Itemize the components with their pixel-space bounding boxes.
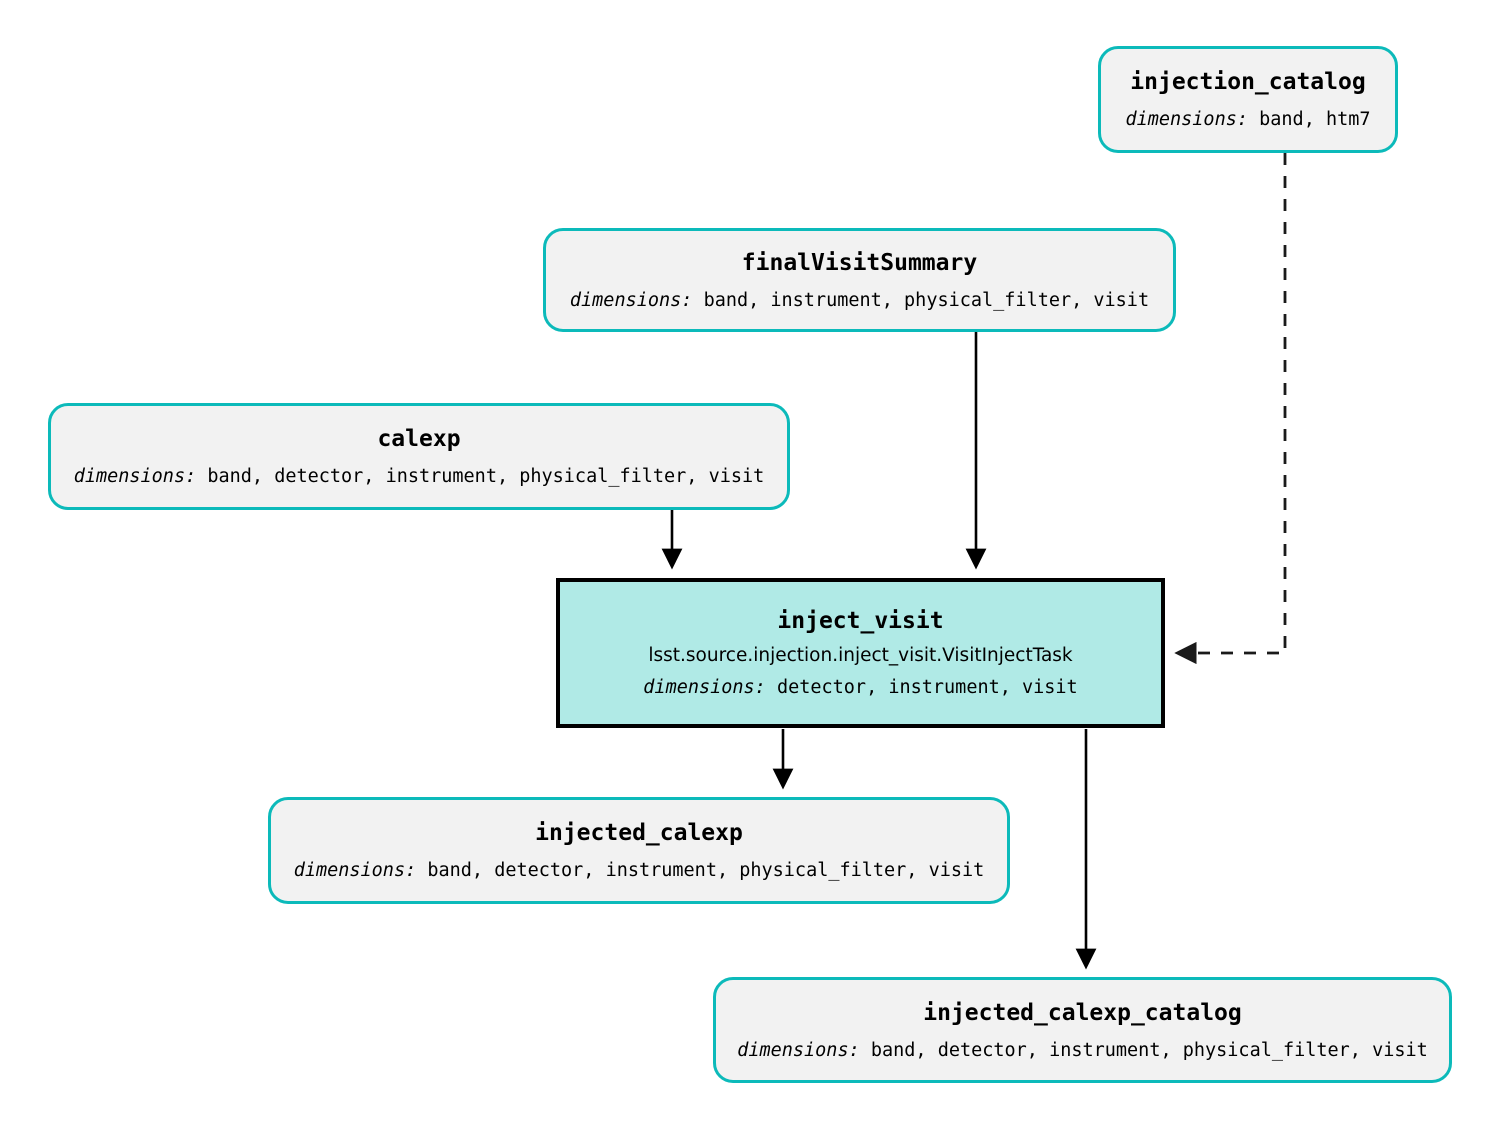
node-title: finalVisitSummary xyxy=(741,249,978,276)
dimensions-label: dimensions: xyxy=(569,289,693,311)
dimensions-values: band, detector, instrument, physical_fil… xyxy=(427,860,985,881)
dimensions-values: band, detector, instrument, physical_fil… xyxy=(207,466,765,487)
node-dimensions: dimensions: band, instrument, physical_f… xyxy=(570,290,1149,311)
node-title: injection_catalog xyxy=(1130,69,1366,95)
task-node-inject-visit[interactable]: inject_visit lsst.source.injection.injec… xyxy=(556,578,1165,728)
dimensions-label: dimensions: xyxy=(643,677,766,698)
node-title: inject_visit xyxy=(777,608,944,634)
node-title: calexp xyxy=(377,426,461,452)
dimensions-label: dimensions: xyxy=(1125,109,1248,130)
dimensions-values: detector, instrument, visit xyxy=(776,677,1078,698)
dataset-node-finalvisitsummary[interactable]: finalVisitSummary dimensions: band, inst… xyxy=(543,228,1176,332)
node-title: injected_calexp xyxy=(535,820,743,846)
dimensions-label: dimensions: xyxy=(737,1039,860,1061)
node-dimensions: dimensions: detector, instrument, visit xyxy=(643,677,1077,698)
dimensions-values: band, detector, instrument, physical_fil… xyxy=(870,1039,1428,1061)
dataset-node-calexp[interactable]: calexp dimensions: band, detector, instr… xyxy=(48,403,790,510)
dimensions-label: dimensions: xyxy=(293,860,417,881)
node-dimensions: dimensions: band, detector, instrument, … xyxy=(294,860,985,881)
dataset-node-injection-catalog[interactable]: injection_catalog dimensions: band, htm7 xyxy=(1098,46,1398,153)
node-dimensions: dimensions: band, detector, instrument, … xyxy=(737,1040,1428,1061)
node-dimensions: dimensions: band, detector, instrument, … xyxy=(74,466,765,487)
dataset-node-injected-calexp-catalog[interactable]: injected_calexp_catalog dimensions: band… xyxy=(713,977,1452,1083)
dimensions-values: band, instrument, physical_filter, visit xyxy=(703,289,1150,311)
dimensions-values: band, htm7 xyxy=(1259,109,1371,130)
edge-injection-catalog-to-inject-visit xyxy=(1174,153,1287,665)
node-dimensions: dimensions: band, htm7 xyxy=(1125,109,1370,130)
task-class-path: lsst.source.injection.inject_visit.Visit… xyxy=(648,645,1073,666)
node-title: injected_calexp_catalog xyxy=(923,999,1242,1026)
dimensions-label: dimensions: xyxy=(73,466,197,487)
dataset-node-injected-calexp[interactable]: injected_calexp dimensions: band, detect… xyxy=(268,797,1010,904)
